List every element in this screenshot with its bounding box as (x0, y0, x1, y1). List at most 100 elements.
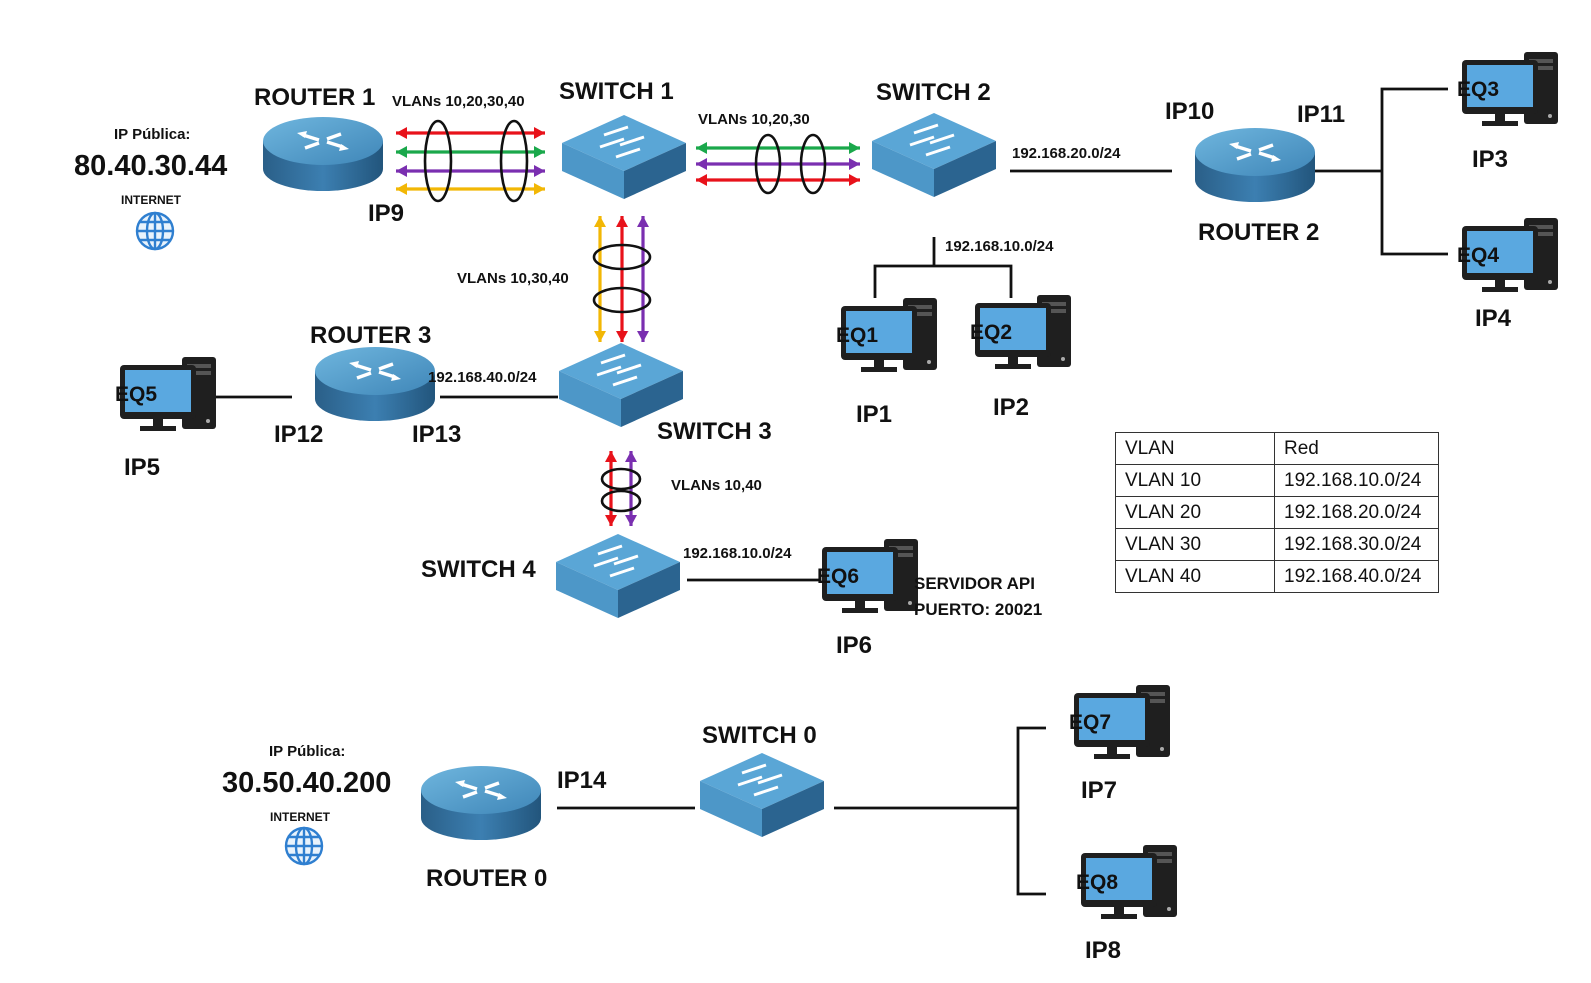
switch-0-icon (698, 751, 826, 839)
table-cell-network: 192.168.20.0/24 (1274, 496, 1439, 529)
table-header-vlan: VLAN (1115, 432, 1275, 465)
eq7-label: EQ7 (1069, 711, 1112, 734)
switch-0-label: SWITCH 0 (702, 722, 817, 749)
router-3-icon (313, 345, 437, 423)
public-ip-label: IP Pública: (269, 743, 346, 760)
eq5-label: EQ5 (115, 383, 158, 406)
router-2-icon (1193, 126, 1317, 204)
vlan-arrowhead (605, 515, 617, 526)
eq4-label: EQ4 (1457, 244, 1500, 267)
vlan-arrowhead (396, 127, 407, 139)
internet-label: INTERNET (270, 810, 330, 824)
vlan-table: VLAN Red VLAN 10 192.168.10.0/24 VLAN 20… (1115, 432, 1439, 593)
vlan-arrowhead (849, 142, 860, 154)
eq8-label: EQ8 (1076, 871, 1119, 894)
vlan-arrowhead (594, 331, 606, 342)
switch-3-label: SWITCH 3 (657, 418, 772, 445)
table-row: VLAN 40 192.168.40.0/24 (1115, 560, 1439, 593)
switch-2-label: SWITCH 2 (876, 79, 991, 106)
eq3-label: EQ3 (1457, 78, 1500, 101)
table-cell-network: 192.168.40.0/24 (1274, 560, 1439, 593)
trunk-s1-s2-label: VLANs 10,20,30 (698, 111, 810, 128)
ip8-label: IP8 (1085, 937, 1122, 964)
trunk-bundle-ring (754, 133, 782, 195)
public-ip-label: IP Pública: (114, 126, 191, 143)
vlan-arrowhead (616, 216, 628, 227)
router-1-label: ROUTER 1 (254, 84, 376, 111)
table-row: VLAN 10 192.168.10.0/24 (1115, 464, 1439, 497)
server-port-label: PUERTO: 20021 (914, 600, 1043, 619)
vlan-arrowhead (696, 142, 707, 154)
ip4-label: IP4 (1475, 305, 1512, 332)
vlan-arrowhead (534, 165, 545, 177)
table-cell-network: 192.168.10.0/24 (1274, 464, 1439, 497)
ip1-label: IP1 (856, 401, 893, 428)
vlan-arrowhead (396, 183, 407, 195)
ip2-label: IP2 (993, 394, 1030, 421)
public-ip-address: 80.40.30.44 (74, 150, 228, 182)
trunk-s3-s4-label: VLANs 10,40 (671, 477, 762, 494)
table-header-network: Red (1274, 432, 1439, 465)
ip12-label: IP12 (274, 421, 324, 448)
public-ip-address: 30.50.40.200 (222, 767, 392, 799)
vlan-arrowhead (696, 174, 707, 186)
table-header-row: VLAN Red (1115, 432, 1439, 465)
vlan-arrowhead (396, 146, 407, 158)
vlan-arrowhead (396, 165, 407, 177)
switch-1-icon (560, 113, 688, 201)
table-cell-vlan: VLAN 40 (1115, 560, 1275, 593)
vlan-trunks (396, 119, 860, 526)
eq6-label: EQ6 (817, 565, 860, 588)
globe-icon (284, 826, 324, 866)
switch-2-icon (870, 111, 998, 199)
links (204, 87, 1448, 896)
switch-4-icon (554, 532, 682, 620)
switch-3-icon (557, 341, 685, 429)
ip5-label: IP5 (124, 454, 161, 481)
eq2-label: EQ2 (970, 321, 1013, 344)
vlan-arrowhead (594, 216, 606, 227)
network-s4-eq6-label: 192.168.10.0/24 (683, 545, 792, 562)
vlan-arrowhead (534, 146, 545, 158)
network-r3-s3-label: 192.168.40.0/24 (428, 369, 537, 386)
trunk-bundle-ring (600, 467, 642, 491)
vlan-arrowhead (625, 451, 637, 462)
vlan-arrowhead (637, 331, 649, 342)
trunk-bundle-ring (423, 119, 453, 203)
vlan-arrowhead (616, 331, 628, 342)
router-1-icon (261, 115, 385, 193)
ip10-label: IP10 (1165, 98, 1215, 125)
globe-icon (135, 211, 175, 251)
trunk-bundle-ring (499, 119, 529, 203)
vlan-arrowhead (696, 158, 707, 170)
trunk-bundle-ring (600, 489, 642, 513)
vlan-arrowhead (605, 451, 617, 462)
eq1-label: EQ1 (836, 324, 879, 347)
trunk-bundle-ring (799, 133, 827, 195)
vlan-arrowhead (637, 216, 649, 227)
table-cell-vlan: VLAN 10 (1115, 464, 1275, 497)
trunk-s1-s3-label: VLANs 10,30,40 (457, 270, 569, 287)
router-0-icon (419, 764, 543, 842)
vlan-arrowhead (625, 515, 637, 526)
table-cell-network: 192.168.30.0/24 (1274, 528, 1439, 561)
table-row: VLAN 20 192.168.20.0/24 (1115, 496, 1439, 529)
trunk-bundle-ring (592, 243, 652, 271)
table-row: VLAN 30 192.168.30.0/24 (1115, 528, 1439, 561)
network-s2-eq-label: 192.168.10.0/24 (945, 238, 1054, 255)
ip3-label: IP3 (1472, 146, 1509, 173)
router-0-label: ROUTER 0 (426, 865, 548, 892)
ip9-label: IP9 (368, 200, 405, 227)
ip6-label: IP6 (836, 632, 873, 659)
switch-1-label: SWITCH 1 (559, 78, 674, 105)
ip13-label: IP13 (412, 421, 462, 448)
router-3-label: ROUTER 3 (310, 322, 432, 349)
table-cell-vlan: VLAN 20 (1115, 496, 1275, 529)
switch-4-label: SWITCH 4 (421, 556, 536, 583)
ip7-label: IP7 (1081, 777, 1118, 804)
internet-label: INTERNET (121, 193, 181, 207)
vlan-arrowhead (534, 183, 545, 195)
vlan-arrowhead (849, 174, 860, 186)
vlan-arrowhead (849, 158, 860, 170)
